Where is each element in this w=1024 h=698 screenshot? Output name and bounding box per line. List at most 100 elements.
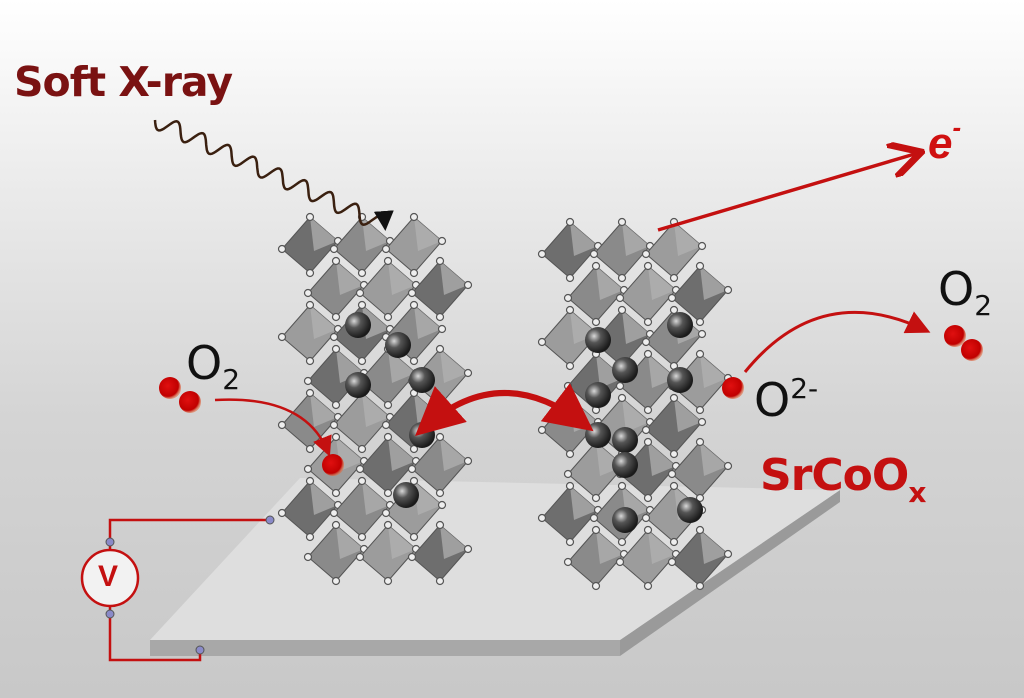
oxygen-site bbox=[303, 288, 313, 298]
electron-charge: - bbox=[952, 112, 962, 142]
oxygen-site bbox=[669, 481, 679, 491]
oxygen-site bbox=[435, 576, 445, 586]
octahedron-face bbox=[674, 222, 702, 256]
oxygen-site bbox=[565, 537, 575, 547]
oxygen-site bbox=[383, 400, 393, 410]
octahedron-face bbox=[310, 481, 338, 515]
oxygen-site bbox=[591, 493, 601, 503]
oxygen-ion-right bbox=[722, 377, 744, 399]
o2-release-arrow bbox=[743, 310, 931, 373]
oxygen-site bbox=[669, 449, 679, 459]
oxygen-site bbox=[331, 576, 341, 586]
octahedron-face bbox=[440, 261, 468, 295]
oxygen-site bbox=[667, 469, 677, 479]
oxygen-site bbox=[409, 212, 419, 222]
octahedron bbox=[541, 221, 599, 279]
oxygen-site bbox=[277, 244, 287, 254]
octahedron-face bbox=[336, 261, 364, 295]
oxygen-site bbox=[305, 212, 315, 222]
oxygen-site bbox=[381, 420, 391, 430]
oxygen-site bbox=[643, 349, 653, 359]
oxygen-site bbox=[643, 525, 653, 535]
oxygen-site bbox=[565, 393, 575, 403]
oxygen-site bbox=[277, 332, 287, 342]
oxygen-site bbox=[643, 581, 653, 591]
strontium-atom bbox=[667, 312, 693, 338]
strontium-atom bbox=[612, 357, 638, 383]
oxygen-site bbox=[697, 329, 707, 339]
oxygen-site bbox=[723, 549, 733, 559]
strontium-atom bbox=[409, 422, 435, 448]
oxygen-site bbox=[615, 381, 625, 391]
strontium-atom bbox=[385, 332, 411, 358]
oxygen-site bbox=[277, 420, 287, 430]
oxygen-site bbox=[437, 324, 447, 334]
octahedron-face bbox=[674, 398, 702, 432]
o2-subscript: 2 bbox=[974, 289, 993, 322]
oxygen-site bbox=[537, 425, 547, 435]
octahedron-face bbox=[700, 266, 728, 300]
oxygen-site bbox=[435, 432, 445, 442]
strontium-atom bbox=[585, 422, 611, 448]
oxygen-site bbox=[329, 244, 339, 254]
oxygen-site bbox=[409, 444, 419, 454]
oxygen-site bbox=[463, 456, 473, 466]
oxygen-site bbox=[435, 488, 445, 498]
crystal-structure-right bbox=[537, 217, 733, 591]
octahedron bbox=[281, 216, 339, 274]
octahedron-face bbox=[700, 354, 728, 388]
oxygen-site bbox=[643, 261, 653, 271]
oxygen-site bbox=[565, 217, 575, 227]
oxygen-site bbox=[329, 508, 339, 518]
oxygen-site bbox=[615, 557, 625, 567]
octahedron bbox=[281, 304, 339, 362]
oxygen-site bbox=[305, 268, 315, 278]
oxygen-site bbox=[357, 532, 367, 542]
voltmeter-label: V bbox=[98, 560, 119, 593]
oxygen-site bbox=[589, 249, 599, 259]
octahedron bbox=[359, 260, 417, 318]
octahedron-face bbox=[414, 305, 442, 339]
octahedron-face bbox=[596, 266, 624, 300]
soft-xray-label: Soft X-ray bbox=[14, 58, 233, 106]
oxygen-site bbox=[331, 432, 341, 442]
oxygen-site bbox=[669, 273, 679, 283]
octahedron bbox=[567, 265, 625, 323]
o2-label-left: O2 bbox=[186, 336, 240, 396]
oxygen-site bbox=[463, 544, 473, 554]
strontium-atom bbox=[409, 367, 435, 393]
octahedron bbox=[385, 216, 443, 274]
oxygen-site bbox=[305, 444, 315, 454]
strontium-atom bbox=[345, 312, 371, 338]
octahedron bbox=[593, 221, 651, 279]
oxygen-site bbox=[617, 481, 627, 491]
oxygen-ion-label: O2- bbox=[754, 372, 818, 427]
oxygen-site bbox=[695, 349, 705, 359]
electron-label: e- bbox=[928, 112, 961, 169]
oxygen-site bbox=[643, 405, 653, 415]
octahedron-face bbox=[440, 437, 468, 471]
octahedron-face bbox=[362, 393, 390, 427]
oxygen-site bbox=[695, 261, 705, 271]
oxygen-site bbox=[591, 261, 601, 271]
octahedron-face bbox=[388, 525, 416, 559]
octahedron bbox=[411, 260, 469, 318]
oxygen-site bbox=[383, 312, 393, 322]
substrate bbox=[150, 478, 840, 656]
octahedron-face bbox=[414, 481, 442, 515]
oxygen-site bbox=[617, 273, 627, 283]
strontium-atom bbox=[677, 497, 703, 523]
oxygen-site bbox=[695, 437, 705, 447]
octahedron-face bbox=[414, 217, 442, 251]
oxygen-site bbox=[383, 488, 393, 498]
oxygen-site bbox=[435, 520, 445, 530]
oxygen-site bbox=[537, 513, 547, 523]
o2-molecule-right bbox=[944, 325, 983, 361]
oxygen-site bbox=[305, 532, 315, 542]
oxygen-symbol: O bbox=[754, 373, 791, 427]
oxygen-site bbox=[331, 312, 341, 322]
octahedron bbox=[619, 265, 677, 323]
electron-emission-arrow bbox=[657, 153, 918, 232]
oxygen-site bbox=[565, 273, 575, 283]
oxygen-site bbox=[669, 537, 679, 547]
